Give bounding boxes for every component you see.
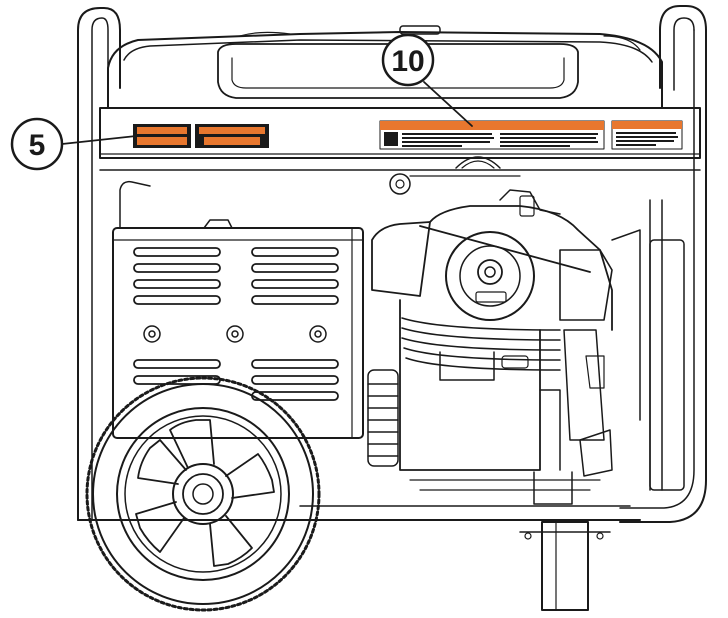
leader-line-10 [423,81,473,127]
engine [367,189,613,505]
warning-label-main [379,120,605,150]
label-band [99,107,701,195]
callout-5: 5 [10,117,137,171]
callout-10: 10 [381,33,591,273]
callout-number-5: 5 [29,129,46,162]
warning-label-left [133,124,269,148]
recoil-starter [367,369,399,467]
fuel-tank [107,25,663,109]
generator-frame [77,5,707,523]
leader-line-10-lower [419,225,591,273]
panel-bolts [143,325,327,343]
control-panel [112,180,364,439]
wheel-spokes [135,419,275,567]
leader-line-5 [61,135,137,145]
wheel [85,376,321,612]
vent-slots [133,247,339,401]
support-leg [519,521,611,611]
warning-label-right [611,120,683,150]
callout-number-10: 10 [391,45,424,78]
